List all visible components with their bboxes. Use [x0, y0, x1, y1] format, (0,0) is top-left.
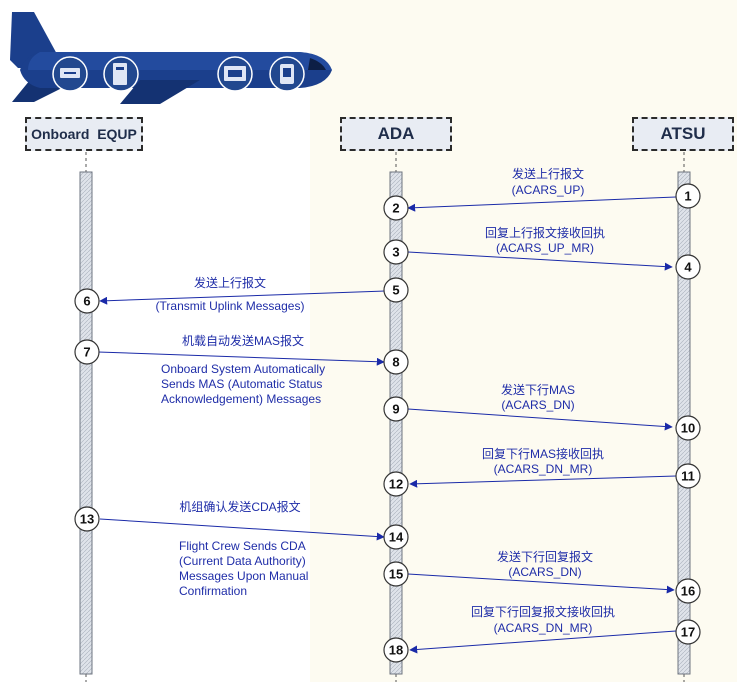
- message-7-label-en-3: Messages Upon Manual: [179, 569, 308, 583]
- step-circle-10: [675, 415, 701, 441]
- arrow-3-4: [407, 251, 673, 271]
- message-5-label-cn: 发送下行MAS: [501, 382, 575, 397]
- message-1-label-code: (ACARS_UP): [512, 183, 585, 197]
- participant-atsu: ATSU: [632, 117, 734, 151]
- step-number-12: 12: [389, 477, 403, 492]
- tablet-icon: [269, 56, 305, 92]
- step-number-13: 13: [80, 512, 94, 527]
- step-circle-12: [383, 471, 409, 497]
- message-7-label-en-4: Confirmation: [179, 584, 247, 598]
- message-4-label-en-3: Acknowledgement) Messages: [161, 392, 321, 406]
- message-3-label-en: (Transmit Uplink Messages): [156, 299, 305, 313]
- step-circle-11: [675, 463, 701, 489]
- participant-onboard-label: Onboard EQUP: [31, 126, 137, 142]
- step-number-5: 5: [392, 283, 399, 298]
- arrow-17-18: [409, 630, 677, 654]
- step-number-7: 7: [83, 345, 90, 360]
- step-number-4: 4: [684, 260, 692, 275]
- activation-bar-onboard: [79, 171, 93, 675]
- message-1-label-cn: 发送上行报文: [512, 166, 584, 181]
- arrow-13-14: [99, 518, 385, 541]
- airplane-icon: [10, 12, 332, 104]
- arrow-5-6: [99, 290, 387, 305]
- message-7-label-en-2: (Current Data Authority): [179, 554, 306, 568]
- participant-ada-label: ADA: [377, 124, 415, 143]
- arrow-11-12: [409, 475, 677, 488]
- step-number-15: 15: [389, 567, 403, 582]
- terminal-icon: [103, 56, 139, 92]
- message-2-label-cn: 回复上行报文接收回执: [485, 225, 605, 240]
- step-number-14: 14: [389, 530, 404, 545]
- step-number-1: 1: [684, 189, 691, 204]
- participant-ada: ADA: [340, 117, 452, 151]
- step-number-9: 9: [392, 402, 399, 417]
- step-circle-2: [383, 195, 409, 221]
- step-circle-1: [675, 183, 701, 209]
- message-9-label-code: (ACARS_DN_MR): [494, 621, 593, 635]
- message-6-label-code: (ACARS_DN_MR): [494, 462, 593, 476]
- message-6-label-cn: 回复下行MAS接收回执: [482, 446, 604, 461]
- arrow-15-16: [407, 573, 675, 594]
- printer-icon: [52, 56, 88, 92]
- step-circle-18: [383, 637, 409, 663]
- message-4-label-en-2: Sends MAS (Automatic Status: [161, 377, 322, 391]
- message-7-label-cn: 机组确认发送CDA报文: [179, 499, 300, 514]
- background-panel: [310, 0, 737, 682]
- step-number-2: 2: [392, 201, 399, 216]
- message-3-label-cn: 发送上行报文: [194, 275, 266, 290]
- message-4-label-cn: 机载自动发送MAS报文: [182, 333, 304, 348]
- step-circle-6: [74, 288, 100, 314]
- participant-atsu-label: ATSU: [660, 124, 706, 143]
- step-number-18: 18: [389, 643, 403, 658]
- step-number-16: 16: [681, 584, 695, 599]
- message-8-label-cn: 发送下行回复报文: [497, 549, 593, 564]
- message-4-label-en-1: Onboard System Automatically: [161, 362, 325, 376]
- arrow-1-2: [407, 196, 677, 212]
- step-number-3: 3: [392, 245, 399, 260]
- step-circle-3: [383, 239, 409, 265]
- step-number-6: 6: [83, 294, 90, 309]
- step-circle-7: [74, 339, 100, 365]
- step-number-8: 8: [392, 355, 399, 370]
- step-number-17: 17: [681, 625, 695, 640]
- message-2-label-code: (ACARS_UP_MR): [496, 241, 594, 255]
- step-number-10: 10: [681, 421, 695, 436]
- arrow-9-10: [407, 408, 673, 431]
- participant-onboard-equp: Onboard EQUP: [25, 117, 143, 151]
- message-9-label-cn: 回复下行回复报文接收回执: [471, 604, 615, 619]
- step-circle-13: [74, 506, 100, 532]
- step-circle-16: [675, 578, 701, 604]
- step-circle-8: [383, 349, 409, 375]
- message-7-label-en-1: Flight Crew Sends CDA: [179, 539, 306, 553]
- step-circle-5: [383, 277, 409, 303]
- step-circle-9: [383, 396, 409, 422]
- message-5-label-code: (ACARS_DN): [501, 398, 574, 412]
- display-icon: [217, 56, 253, 92]
- step-circle-15: [383, 561, 409, 587]
- step-circle-4: [675, 254, 701, 280]
- step-circle-17: [675, 619, 701, 645]
- step-number-11: 11: [681, 469, 695, 484]
- step-circle-14: [383, 524, 409, 550]
- arrow-7-8: [97, 351, 385, 366]
- message-8-label-code: (ACARS_DN): [508, 565, 581, 579]
